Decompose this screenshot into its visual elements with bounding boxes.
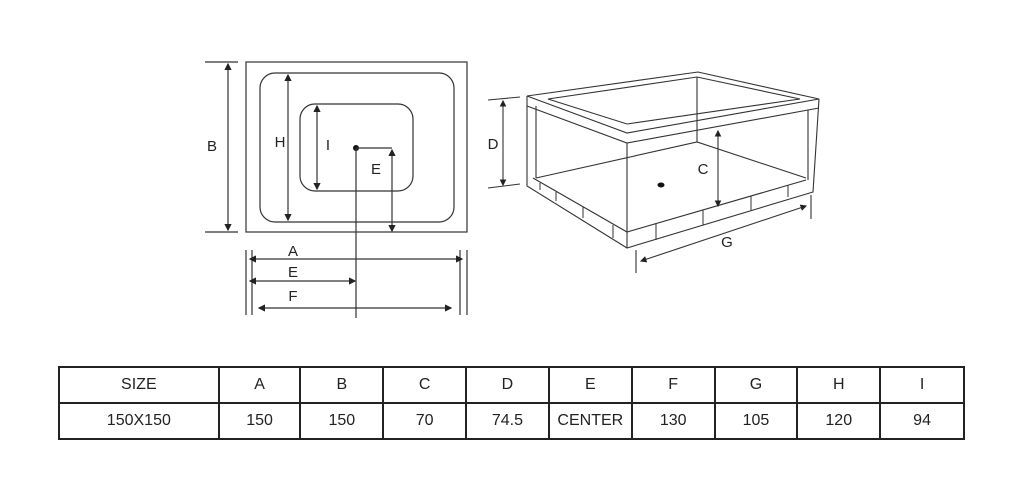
drain-point: [657, 182, 665, 188]
header-cell: E: [547, 366, 633, 404]
table-cell: 74.5: [465, 402, 550, 440]
table-cell: 150: [217, 402, 302, 440]
isometric-view: [487, 71, 820, 273]
header-cell: G: [713, 366, 799, 404]
dim-g: [639, 204, 808, 263]
top-view: [205, 61, 468, 318]
header-cell: SIZE: [58, 366, 220, 404]
label-a: A: [288, 243, 298, 260]
header-cell: D: [465, 366, 550, 404]
table-cell: 105: [713, 402, 799, 440]
header-cell: H: [796, 366, 882, 404]
rim-outline: [259, 72, 455, 223]
label-d: D: [488, 136, 499, 153]
table-cell: 70: [382, 402, 468, 440]
table-cell: 150X150: [58, 402, 220, 440]
header-cell: F: [630, 366, 716, 404]
table-cell: 120: [796, 402, 882, 440]
label-e: E: [288, 264, 298, 281]
header-cell: C: [382, 366, 468, 404]
dimensions-table: SIZE A B C D E F G H I 150X150 150 150 7…: [58, 366, 965, 440]
label-f: F: [288, 288, 297, 305]
label-i: I: [326, 137, 330, 154]
table-header-row: SIZE A B C D E F G H I: [58, 366, 965, 404]
header-cell: B: [299, 366, 385, 404]
label-c: C: [698, 161, 709, 178]
header-cell: I: [879, 366, 965, 404]
table-cell: 150: [299, 402, 385, 440]
table-row: 150X150 150 150 70 74.5 CENTER 130 105 1…: [58, 402, 965, 440]
header-cell: A: [217, 366, 302, 404]
label-g: G: [721, 234, 733, 251]
label-b: B: [207, 138, 217, 155]
label-h: H: [275, 134, 286, 151]
label-e-inner: E: [371, 161, 381, 178]
table-cell: 94: [879, 402, 965, 440]
table-cell: 130: [630, 402, 716, 440]
table-cell: CENTER: [547, 402, 633, 440]
